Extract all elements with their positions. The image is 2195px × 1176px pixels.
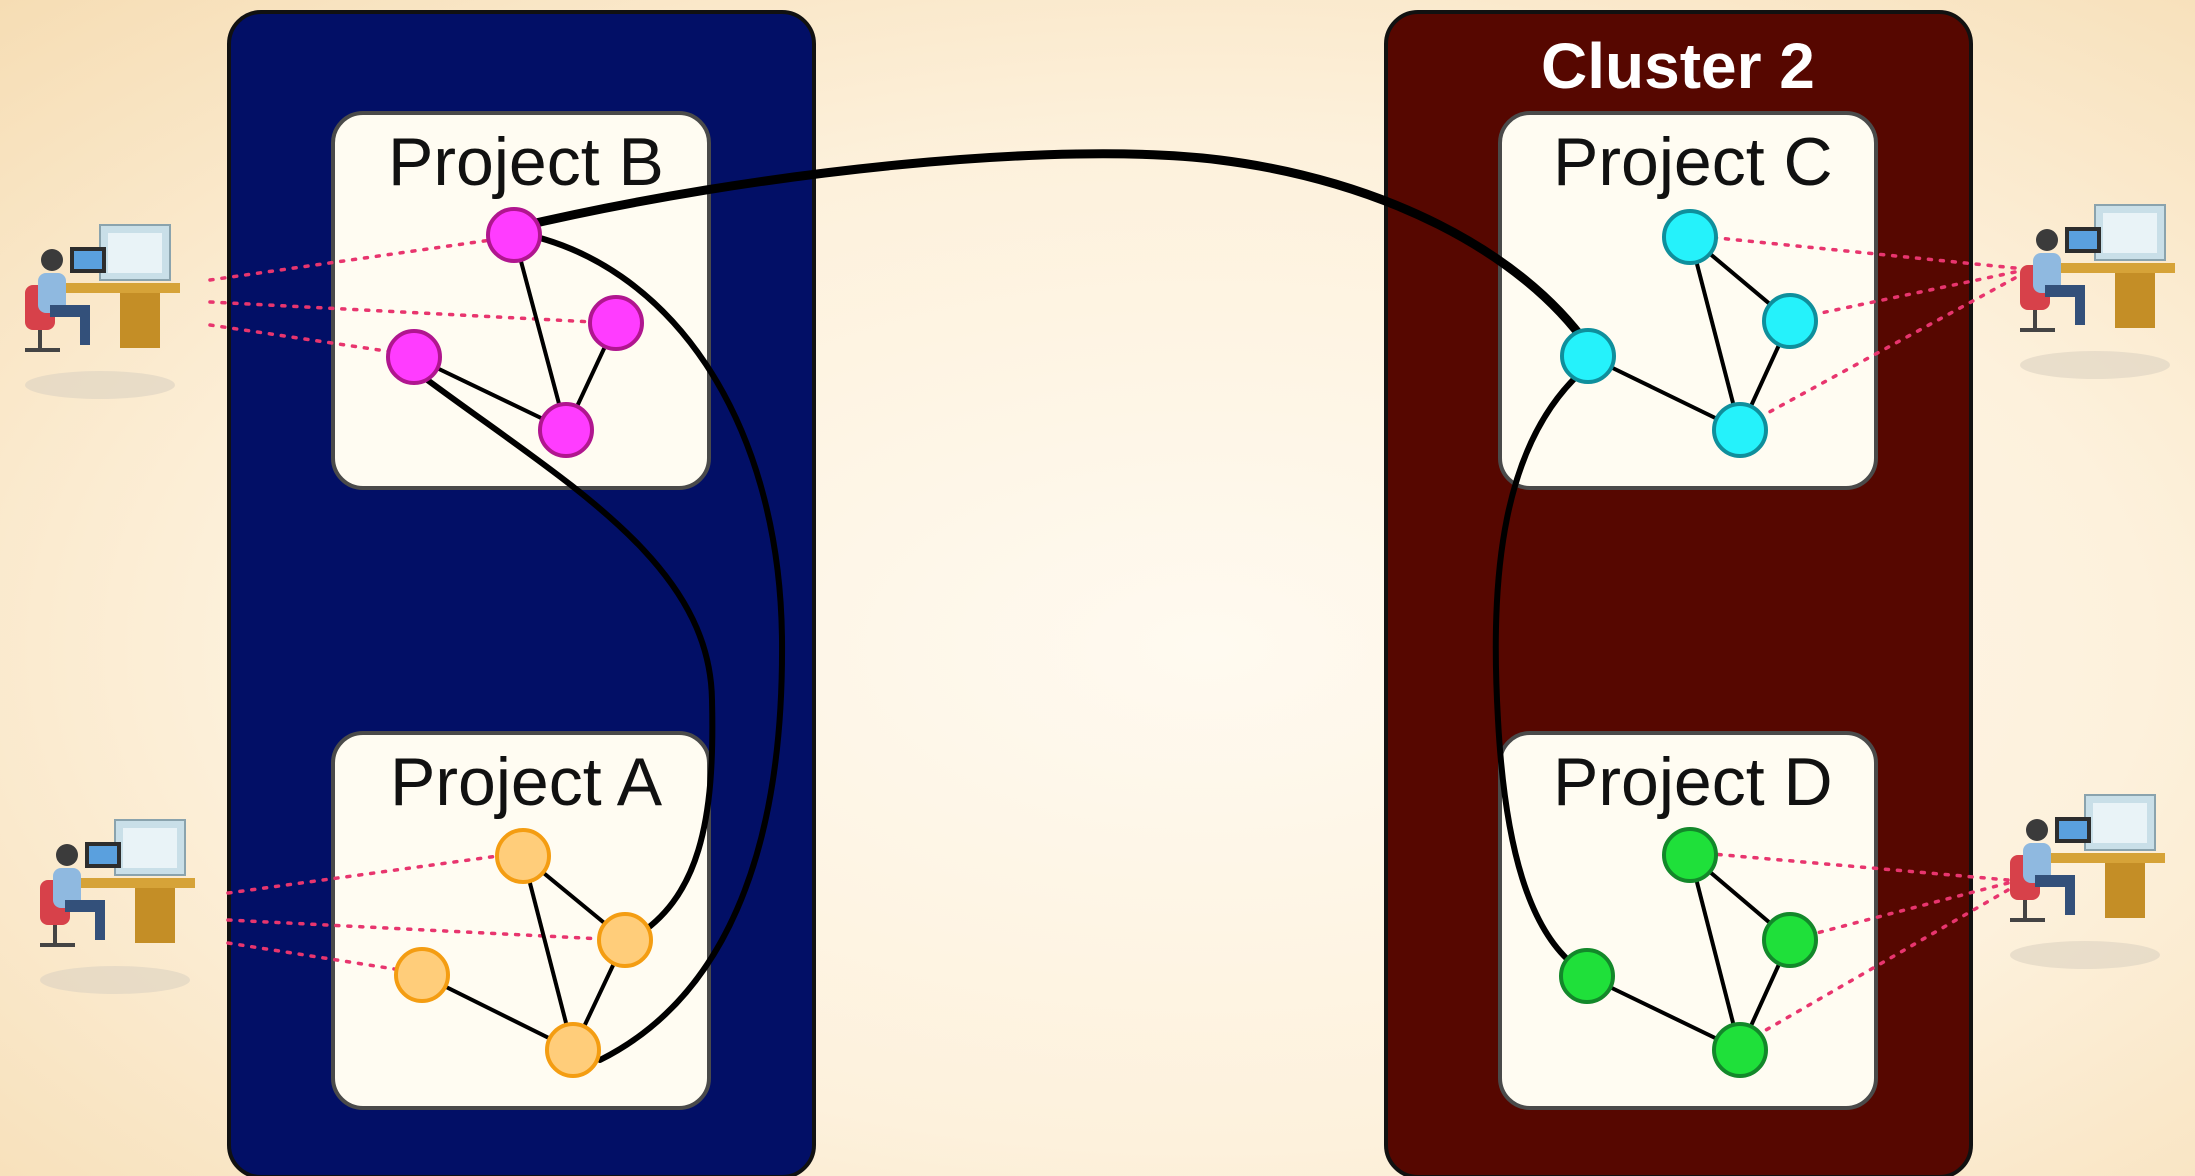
project-a-nodes bbox=[394, 828, 653, 1078]
project-a-label: Project A bbox=[390, 744, 663, 820]
user-workstation-icon bbox=[2008, 793, 2167, 971]
project-c-node bbox=[1762, 293, 1818, 349]
user-workstation-icon bbox=[23, 223, 182, 401]
project-a-node bbox=[545, 1022, 601, 1078]
project-d-node bbox=[1662, 827, 1718, 883]
project-b-nodes bbox=[386, 207, 644, 458]
project-c-label: Project C bbox=[1553, 124, 1833, 200]
project-b-node bbox=[538, 402, 594, 458]
project-c-node bbox=[1712, 402, 1768, 458]
project-b-node bbox=[588, 295, 644, 351]
user-workstation-icon bbox=[2018, 203, 2177, 381]
project-a-box bbox=[331, 731, 711, 1110]
user-links bbox=[208, 233, 2017, 1047]
project-a-node bbox=[597, 912, 653, 968]
project-b-node bbox=[486, 207, 542, 263]
user-workstation-icon bbox=[38, 818, 197, 996]
project-a-node bbox=[394, 947, 450, 1003]
project-d-box bbox=[1498, 731, 1878, 1110]
project-d-label: Project D bbox=[1553, 744, 1833, 820]
project-d-node bbox=[1762, 912, 1818, 968]
project-a-node bbox=[495, 828, 551, 884]
project-d-nodes bbox=[1559, 827, 1818, 1078]
cross-links bbox=[411, 149, 1593, 1063]
cluster-2-title: Cluster 2 bbox=[1541, 30, 1815, 102]
project-d-node bbox=[1712, 1022, 1768, 1078]
project-d-node bbox=[1559, 948, 1615, 1004]
project-c-node bbox=[1560, 328, 1616, 384]
project-c-nodes bbox=[1560, 209, 1818, 458]
project-b-node bbox=[386, 329, 442, 385]
project-c-box bbox=[1498, 111, 1878, 490]
project-c-node bbox=[1662, 209, 1718, 265]
project-b-label: Project B bbox=[388, 124, 664, 200]
